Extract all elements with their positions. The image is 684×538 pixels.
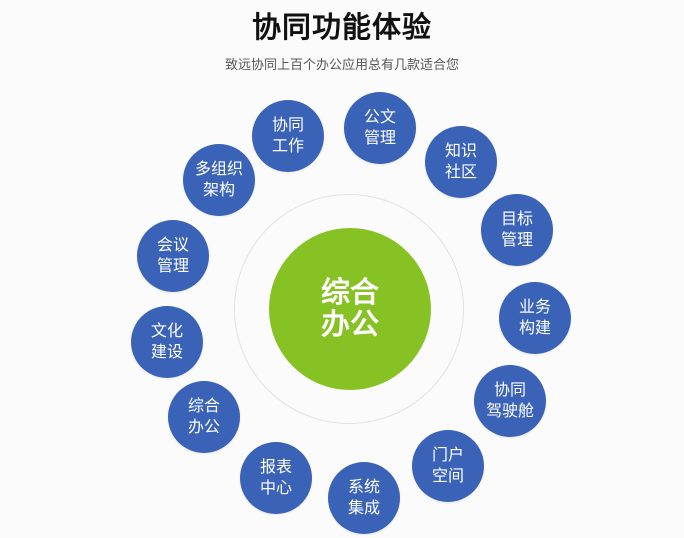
feature-label-line1: 协同 — [493, 380, 526, 400]
feature-label-line1: 公文 — [363, 107, 396, 127]
feature-label-line2: 中心 — [259, 478, 292, 497]
page-title: 协同功能体验 — [251, 10, 432, 44]
feature-label-line2: 办公 — [187, 417, 220, 436]
feature-circle-collaborative-work[interactable]: 协同 工作 — [252, 100, 324, 172]
feature-label-line2: 管理 — [156, 256, 189, 275]
center-circle-integrated-office[interactable]: 综合 办公 — [269, 228, 431, 390]
feature-circle-goal-management[interactable]: 目标 管理 — [481, 194, 553, 266]
feature-label-line2: 建设 — [150, 342, 183, 361]
feature-circle-document-management[interactable]: 公文 管理 — [344, 92, 416, 164]
feature-label-line2: 驾驶舱 — [485, 401, 534, 420]
feature-label-line1: 协同 — [271, 115, 304, 135]
center-label-line1: 综合 — [320, 275, 379, 310]
feature-label-line1: 门户 — [431, 445, 464, 465]
feature-circle-culture-building[interactable]: 文化 建设 — [131, 306, 203, 378]
feature-label-line1: 报表 — [259, 457, 292, 477]
feature-circle-knowledge-community[interactable]: 知识 社区 — [425, 126, 497, 198]
feature-circle-integrated-office[interactable]: 综合 办公 — [168, 381, 240, 453]
center-label-line2: 办公 — [320, 307, 379, 341]
feature-label-line1: 系统 — [347, 477, 380, 497]
feature-circle-multi-org-structure[interactable]: 多组织 架构 — [183, 144, 255, 216]
feature-circle-business-builder[interactable]: 业务 构建 — [499, 282, 571, 354]
feature-label-line2: 构建 — [518, 318, 551, 337]
feature-circle-meeting-management[interactable]: 会议 管理 — [137, 220, 209, 292]
feature-label-line2: 集成 — [347, 498, 380, 517]
orbit-ring — [234, 194, 464, 424]
feature-circle-portal-space[interactable]: 门户 空间 — [412, 430, 484, 502]
feature-label-line1: 知识 — [444, 141, 477, 161]
feature-label-line1: 业务 — [518, 297, 551, 317]
feature-circle-system-integration[interactable]: 系统 集成 — [328, 462, 400, 534]
page-subtitle: 致远协同上百个办公应用总有几款适合您 — [224, 58, 459, 73]
feature-label-line1: 综合 — [187, 396, 220, 416]
feature-label-line2: 社区 — [444, 162, 477, 181]
feature-label-line1: 目标 — [500, 209, 533, 229]
feature-label-line1: 多组织 — [194, 159, 243, 179]
feature-label-line2: 管理 — [500, 230, 533, 249]
feature-label-line1: 文化 — [150, 321, 183, 341]
feature-label-line2: 架构 — [202, 180, 235, 199]
feature-circle-collaboration-cockpit[interactable]: 协同 驾驶舱 — [474, 365, 546, 437]
feature-label-line2: 空间 — [431, 466, 464, 485]
feature-label-line2: 工作 — [271, 136, 304, 155]
feature-label-line2: 管理 — [363, 128, 396, 147]
feature-label-line1: 会议 — [156, 235, 189, 255]
feature-circle-report-center[interactable]: 报表 中心 — [240, 442, 312, 514]
